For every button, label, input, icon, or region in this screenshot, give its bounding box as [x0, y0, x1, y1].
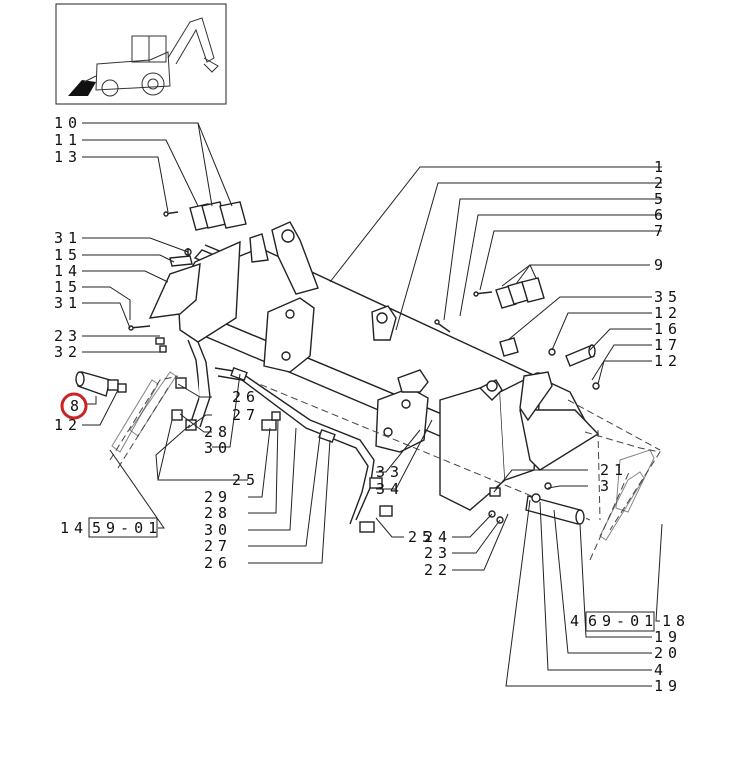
highlight-circle: [60, 392, 88, 420]
callout-9[interactable]: 9: [654, 256, 668, 274]
callout-34[interactable]: 34: [376, 480, 404, 498]
callout-19[interactable]: 19: [654, 628, 682, 646]
callout-15[interactable]: 15: [54, 246, 82, 264]
callout-5[interactable]: 5: [654, 190, 668, 208]
callout-21[interactable]: 21: [600, 461, 628, 479]
ref-box-left[interactable]: [88, 517, 158, 538]
callout-24[interactable]: 24: [424, 528, 452, 546]
ref-left-label[interactable]: 59-01: [92, 519, 162, 537]
callout-1[interactable]: 1: [654, 158, 668, 176]
callout-15[interactable]: 15: [54, 278, 82, 296]
callout-10[interactable]: 10: [54, 114, 82, 132]
callout-17[interactable]: 17: [654, 336, 682, 354]
callout-22[interactable]: 22: [424, 561, 452, 579]
callout-23[interactable]: 23: [54, 327, 82, 345]
callout-28[interactable]: 28: [204, 504, 232, 522]
callout-18[interactable]: 18: [662, 612, 690, 630]
callout-27[interactable]: 27: [232, 406, 260, 424]
callout-11[interactable]: 11: [54, 131, 82, 149]
thumbnail-box: [55, 3, 227, 105]
callout-25[interactable]: 25: [232, 471, 260, 489]
callout-29[interactable]: 29: [204, 488, 232, 506]
callout-8[interactable]: 8: [70, 397, 84, 415]
callout-23[interactable]: 23: [424, 544, 452, 562]
callout-labels: 10 11 13 31 15 14 15 31 23 32 8 12 1 2 5…: [54, 114, 690, 695]
callout-12[interactable]: 12: [54, 416, 82, 434]
backhoe-loader-icon: [68, 17, 219, 97]
callout-16[interactable]: 16: [654, 320, 682, 338]
callout-31[interactable]: 31: [54, 229, 82, 247]
callout-6[interactable]: 6: [654, 206, 668, 224]
ref-box-right[interactable]: [585, 611, 655, 632]
callout-26[interactable]: 26: [204, 554, 232, 572]
callout-7[interactable]: 7: [654, 222, 668, 240]
callout-12[interactable]: 12: [654, 304, 682, 322]
callout-28[interactable]: 28: [204, 423, 232, 441]
hydraulic-hoses: [171, 339, 393, 533]
loader-bucket-assembly: [109, 221, 661, 561]
callout-19[interactable]: 19: [654, 677, 682, 695]
ref-right-label[interactable]: 69-01: [588, 612, 658, 630]
callout-2[interactable]: 2: [654, 174, 668, 192]
callout-30[interactable]: 30: [204, 439, 232, 457]
callout-26[interactable]: 26: [232, 388, 260, 406]
callout-14[interactable]: 14: [60, 519, 88, 537]
callout-4[interactable]: 4: [654, 661, 668, 679]
callout-13[interactable]: 13: [54, 148, 82, 166]
callout-35[interactable]: 35: [654, 288, 682, 306]
callout-3[interactable]: 3: [600, 477, 614, 495]
callout-30[interactable]: 30: [204, 521, 232, 539]
callout-25[interactable]: 25: [408, 528, 436, 546]
callout-12[interactable]: 12: [654, 352, 682, 370]
callout-33[interactable]: 33: [376, 463, 404, 481]
callout-27[interactable]: 27: [204, 537, 232, 555]
callout-31[interactable]: 31: [54, 294, 82, 312]
leader-lines: [82, 122, 663, 687]
callout-14[interactable]: 14: [54, 262, 82, 280]
callout-4[interactable]: 4: [570, 612, 584, 630]
callout-32[interactable]: 32: [54, 343, 82, 361]
callout-20[interactable]: 20: [654, 644, 682, 662]
